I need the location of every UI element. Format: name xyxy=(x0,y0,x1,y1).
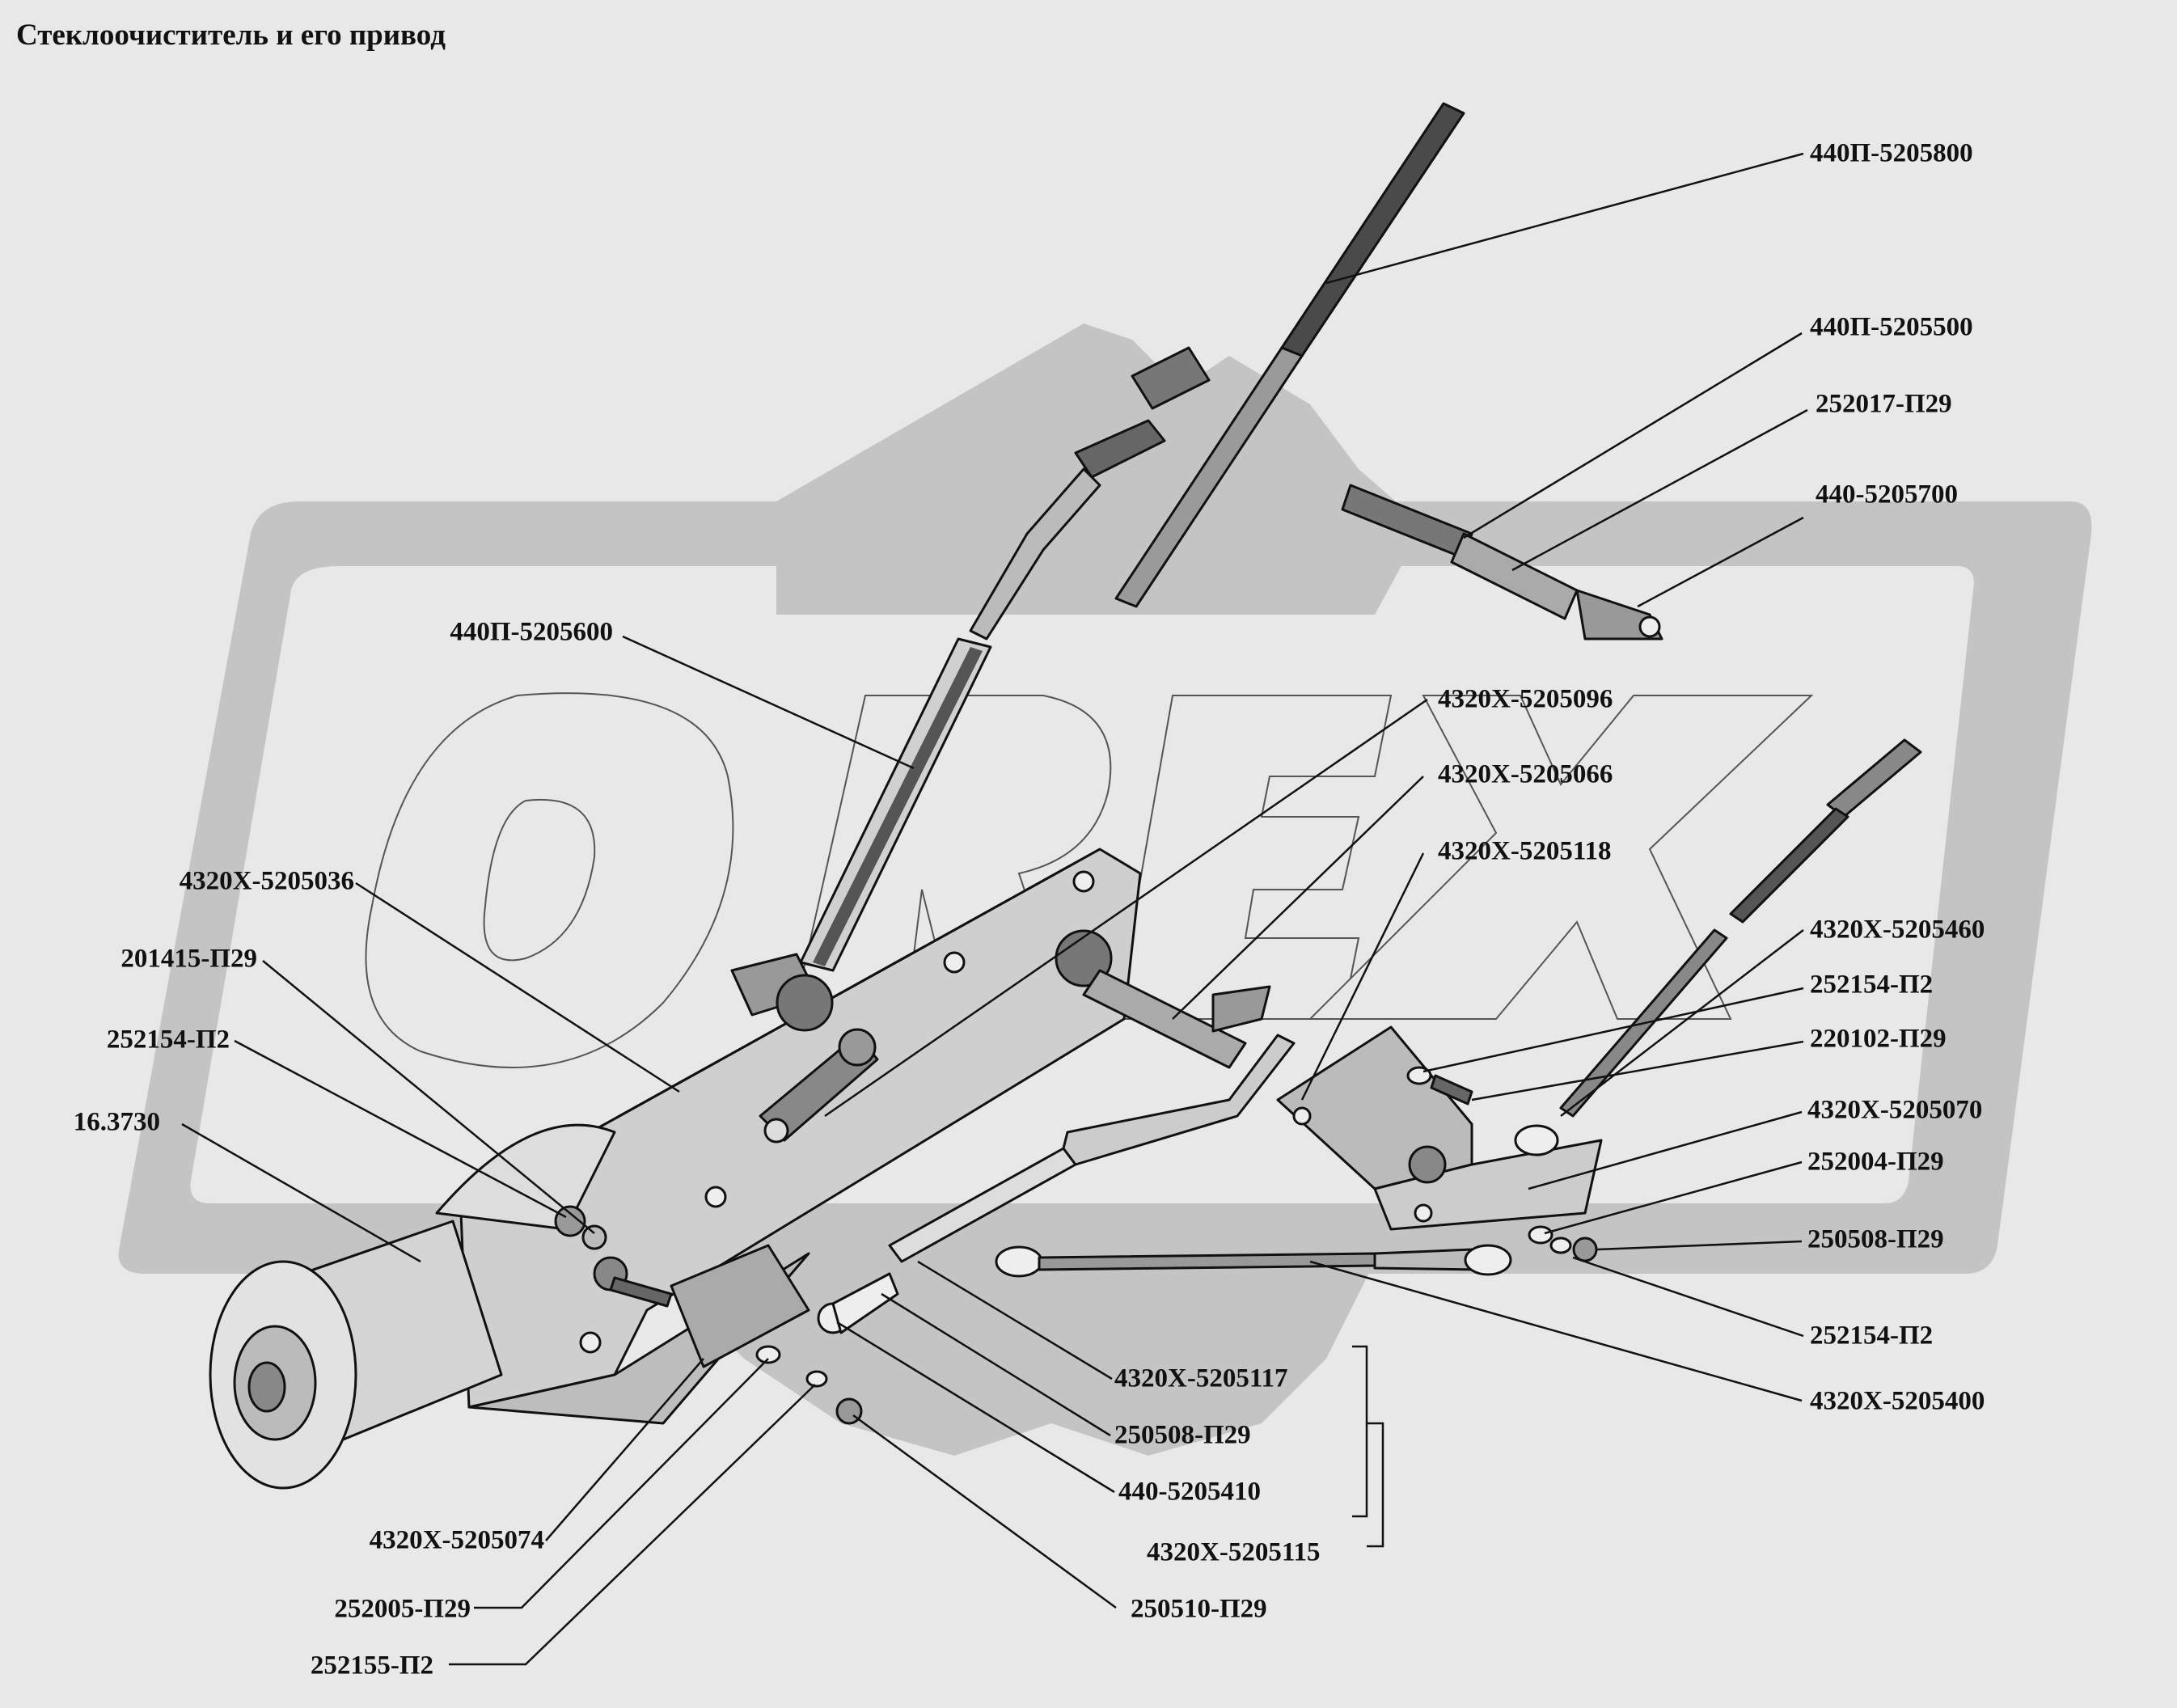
label-4320x-5205066: 4320Х-5205066 xyxy=(1438,759,1613,789)
washer xyxy=(755,1345,781,1364)
bracket-hole xyxy=(1072,870,1095,893)
nut xyxy=(1572,1237,1598,1262)
label-252155-p2: 252155-П2 xyxy=(310,1651,433,1681)
label-440-5205410: 440-5205410 xyxy=(1118,1477,1261,1507)
pivot-bracket xyxy=(1276,1025,1603,1231)
connecting-rod xyxy=(995,1244,1512,1278)
leader-4320x-5205036 xyxy=(355,881,680,1093)
label-220102-p29: 220102-П29 xyxy=(1810,1024,1947,1054)
washer xyxy=(805,1370,828,1388)
label-16-3730: 16.3730 xyxy=(73,1107,160,1137)
leader-440p-5205800 xyxy=(1325,152,1804,285)
leader-252154-p2-right xyxy=(1422,987,1804,1073)
leader-16-3730 xyxy=(181,1122,421,1263)
label-440p-5205800: 440П-5205800 xyxy=(1810,138,1973,168)
leader-440p-5205600 xyxy=(622,635,915,770)
label-4320x-5205115: 4320Х-5205115 xyxy=(1147,1537,1321,1567)
label-4320x-5205460: 4320Х-5205460 xyxy=(1810,915,1985,945)
label-440-5205700: 440-5205700 xyxy=(1816,480,1958,509)
watermark-letters xyxy=(365,692,1814,1068)
leader-252017-p29 xyxy=(1511,408,1808,572)
watermark-letter-x xyxy=(1308,695,1814,1020)
crank-lever xyxy=(759,929,1271,1144)
electric-motor xyxy=(209,1123,616,1490)
leader-440p-5205500 xyxy=(1463,332,1803,539)
bracket-hole xyxy=(943,951,966,974)
label-4320x-5205036: 4320Х-5205036 xyxy=(179,866,354,896)
leader-4320x-5205118 xyxy=(1300,852,1425,1101)
link-rod xyxy=(817,1034,1296,1334)
leader-4320x-5205400 xyxy=(1309,1260,1803,1402)
leader-250510-p29 xyxy=(852,1414,1117,1609)
washer xyxy=(1549,1237,1572,1254)
label-250508-p29-right: 250508-П29 xyxy=(1807,1224,1944,1254)
leader-4320x-5205070 xyxy=(1528,1110,1803,1190)
label-4320x-5205118: 4320Х-5205118 xyxy=(1438,836,1612,866)
nut xyxy=(581,1224,607,1250)
label-4320x-5205117: 4320Х-5205117 xyxy=(1114,1363,1288,1393)
leader-lines xyxy=(181,152,1808,1666)
drive-bracket xyxy=(459,848,1142,1425)
bracket-4320x-5205115 xyxy=(1352,1345,1384,1548)
label-252005-p29: 252005-П29 xyxy=(334,1594,471,1624)
label-4320x-5205400: 4320Х-5205400 xyxy=(1810,1386,1985,1416)
label-252154-p2-left: 252154-П2 xyxy=(106,1025,230,1055)
label-4320x-5205074: 4320Х-5205074 xyxy=(369,1525,544,1555)
leader-4320x-5205460 xyxy=(1560,929,1804,1117)
leader-252004-p29 xyxy=(1544,1161,1803,1235)
label-4320x-5205070: 4320Х-5205070 xyxy=(1807,1095,1983,1125)
label-252154-p2-bottom: 252154-П2 xyxy=(1810,1321,1934,1351)
leader-4320x-5205074 xyxy=(545,1358,704,1541)
leader-220102-p29 xyxy=(1471,1040,1804,1101)
label-252154-p2-right: 252154-П2 xyxy=(1810,970,1934,1000)
leader-250508-p29-mid xyxy=(881,1292,1111,1437)
label-252017-p29: 252017-П29 xyxy=(1816,389,1952,419)
label-4320x-5205096: 4320Х-5205096 xyxy=(1438,684,1613,714)
blade-joint xyxy=(1341,484,1663,640)
spindle-nut xyxy=(776,974,834,1032)
watermark-letter-o xyxy=(365,692,734,1068)
label-250508-p29-mid: 250508-П29 xyxy=(1114,1420,1251,1450)
leader-252155-p2 xyxy=(449,1384,816,1666)
leader-252154-p2-bottom xyxy=(1572,1256,1804,1338)
leader-4320x-5205117 xyxy=(917,1260,1113,1380)
leader-201415-p29 xyxy=(262,960,595,1234)
label-201415-p29: 201415-П29 xyxy=(120,944,257,974)
label-252004-p29: 252004-П29 xyxy=(1807,1147,1944,1177)
leader-440-5205700 xyxy=(1637,516,1804,608)
nut xyxy=(554,1205,586,1237)
label-250510-p29: 250510-П29 xyxy=(1131,1594,1267,1624)
watermark-letter-e xyxy=(1114,695,1393,1020)
leader-4320x-5205096 xyxy=(824,698,1428,1118)
label-440p-5205600: 440П-5205600 xyxy=(450,617,613,647)
leader-250508-p29-right xyxy=(1596,1240,1803,1251)
leader-440-5205410 xyxy=(836,1321,1115,1494)
leader-252154-p2-left xyxy=(234,1039,567,1219)
leader-252005-p29 xyxy=(474,1358,769,1609)
page-title: Стеклоочиститель и его привод xyxy=(16,19,446,52)
wiper-blade xyxy=(969,102,1465,640)
label-440p-5205500: 440П-5205500 xyxy=(1810,312,1973,342)
washer xyxy=(1528,1225,1553,1245)
bracket-hole xyxy=(579,1331,602,1354)
leader-4320x-5205066 xyxy=(1172,776,1424,1020)
watermark-logo xyxy=(118,323,2092,1456)
bracket-hole xyxy=(704,1186,727,1208)
